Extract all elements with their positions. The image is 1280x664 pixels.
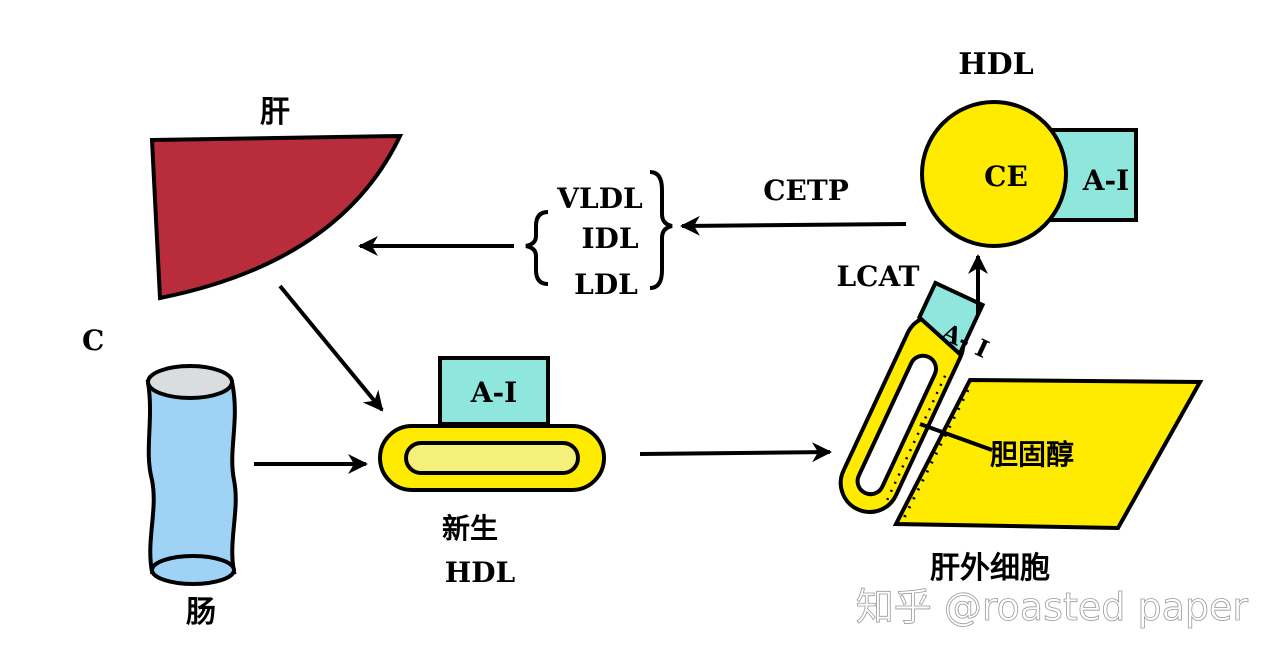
cetp-label: CETP (763, 174, 849, 207)
intestine-top (146, 364, 234, 400)
nascent-hdl-label-1: 新生 (442, 512, 498, 545)
hdl-sphere (920, 100, 1068, 248)
liver-group: 肝 (149, 95, 404, 301)
cell-apo-a1-box (916, 280, 986, 358)
cell-membrane (892, 377, 1204, 531)
nascent-apo-a1-label: A-I (470, 376, 517, 409)
hdl-apo-a1-label: A-I (1082, 164, 1129, 197)
c-label: C (82, 324, 104, 357)
cell-hdl-inner (855, 353, 938, 497)
extrahepatic-cell-group: A- I 胆固醇 肝外细胞 (838, 280, 1204, 586)
lipoprotein-group: VLDL IDL LDL (525, 170, 673, 301)
nascent-hdl-inner (404, 441, 580, 475)
extrahepatic-cell-label: 肝外细胞 (930, 551, 1050, 586)
idl-label: IDL (581, 222, 638, 255)
right-brace (649, 170, 673, 290)
nascent-hdl-group: A-I 新生 HDL (378, 356, 606, 589)
intestine-group: 肠 (145, 364, 238, 630)
intestine-tube (145, 380, 238, 574)
intestine-bottom (150, 554, 236, 586)
ldl-label: LDL (574, 268, 638, 301)
arrow-nascent-hdl-to-cell (639, 442, 832, 463)
watermark: 知乎 @roasted paper (856, 585, 1249, 629)
nascent-hdl-label-2: HDL (445, 556, 516, 589)
arrow-hdl-to-lipoproteins (680, 215, 907, 236)
left-brace (525, 210, 549, 286)
mature-hdl-group: HDL CE A-I (920, 47, 1138, 248)
ce-label: CE (984, 160, 1028, 193)
vldl-label: VLDL (556, 182, 643, 215)
hdl-title: HDL (958, 47, 1033, 82)
intestine-label: 肠 (186, 595, 216, 630)
liver-shape (149, 133, 404, 301)
lcat-label: LCAT (836, 260, 919, 293)
arrow-liver-to-nascent-hdl (278, 284, 384, 412)
liver-label: 肝 (260, 95, 290, 130)
cholesterol-label: 胆固醇 (990, 438, 1074, 471)
cholesterol-pointer (919, 422, 993, 452)
membrane-dotted-line (902, 389, 970, 519)
